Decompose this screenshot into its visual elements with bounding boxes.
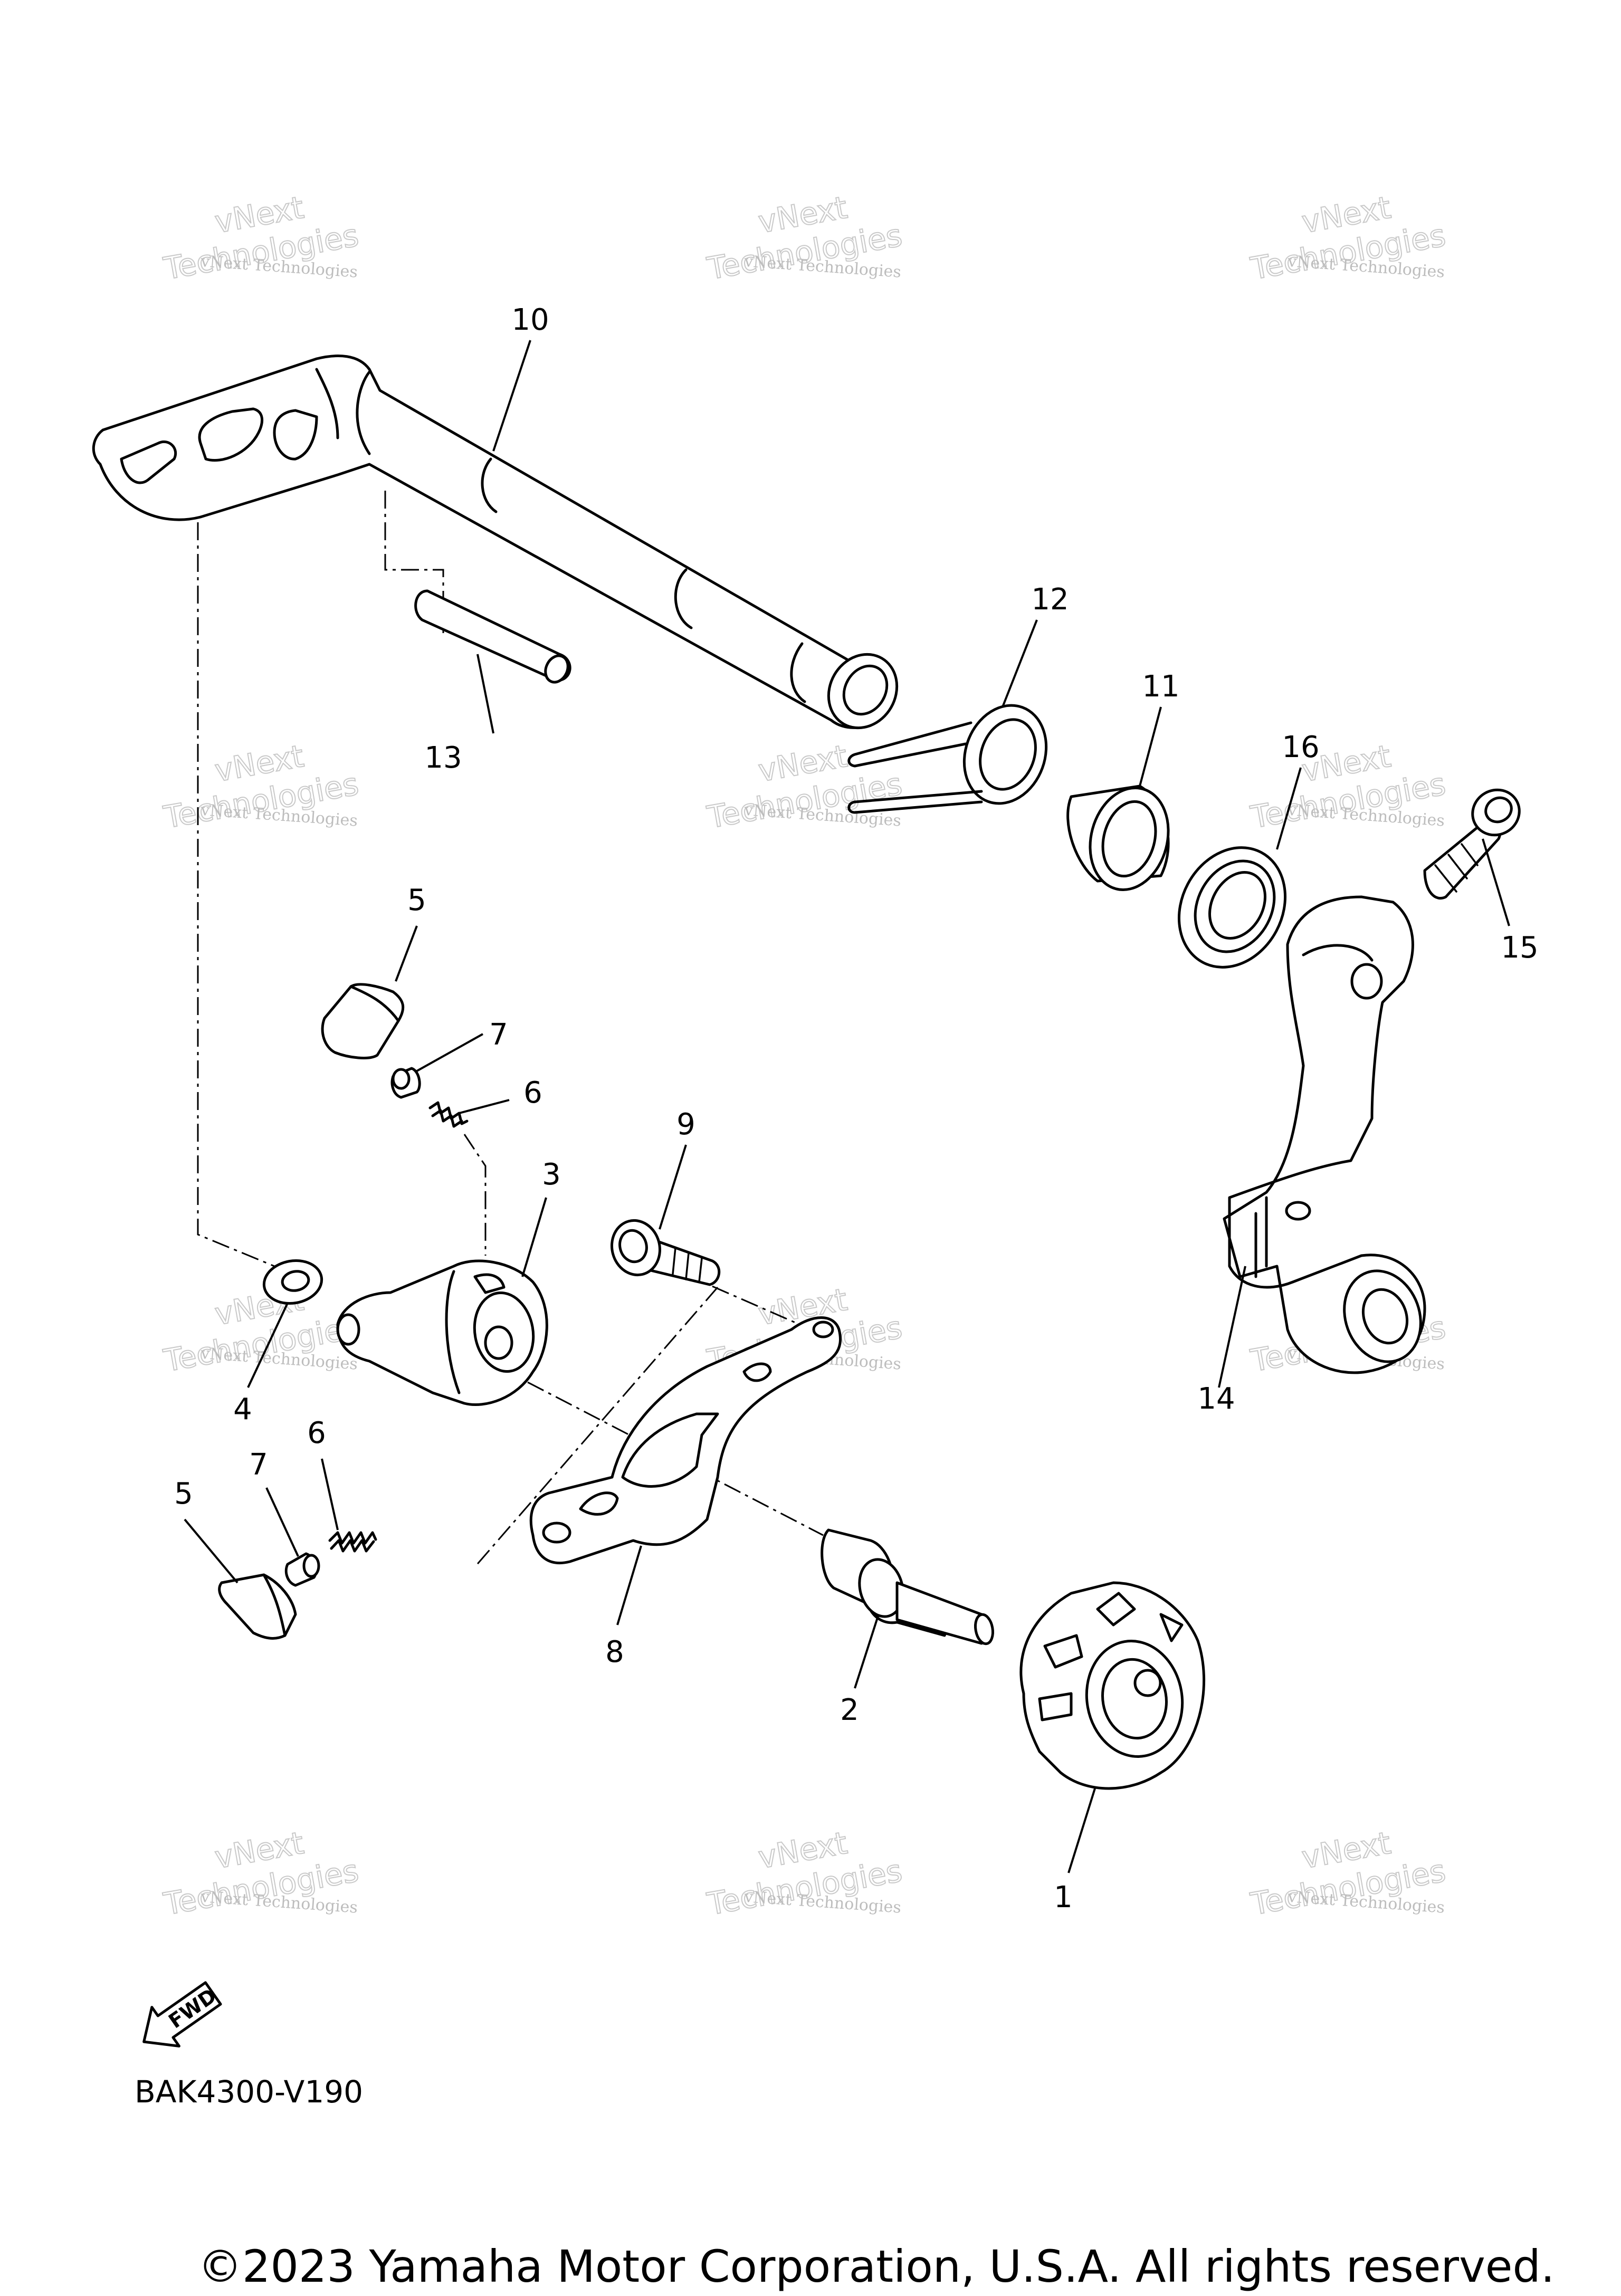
callout-15: 15 xyxy=(1501,931,1538,965)
watermark: vNext Technologies vNext Technologies xyxy=(160,189,362,288)
watermark: vNext Technologies vNext Technologies xyxy=(160,738,362,836)
part-15-bolt xyxy=(1423,788,1521,900)
callout-6-lower: 6 xyxy=(307,1416,326,1450)
callout-7-lower: 7 xyxy=(249,1448,268,1482)
part-16-oil-seal xyxy=(1177,846,1287,969)
callout-2: 2 xyxy=(840,1693,859,1727)
part-4-collar xyxy=(262,1259,323,1305)
callout-9: 9 xyxy=(676,1107,695,1142)
part-11-collar xyxy=(1066,785,1170,891)
leader-lines xyxy=(184,340,1510,1873)
callout-labels: 1 2 3 4 5 5 6 6 7 7 8 9 10 11 12 13 14 1… xyxy=(174,303,1538,1915)
part-5-upper-roller xyxy=(321,983,405,1059)
callout-5-lower: 5 xyxy=(174,1477,193,1511)
callout-10: 10 xyxy=(511,303,549,337)
watermark: vNext Technologies vNext Technologies xyxy=(160,1824,362,1923)
fwd-arrow-icon: FWD xyxy=(142,1981,222,2048)
callout-12: 12 xyxy=(1031,582,1069,617)
callout-4: 4 xyxy=(233,1392,252,1427)
callout-7-upper: 7 xyxy=(489,1018,508,1052)
part-9-bolt xyxy=(610,1219,721,1286)
watermark: vNext Technologies vNext Technologies xyxy=(160,1281,362,1380)
part-1-segment xyxy=(1019,1581,1206,1790)
part-12-torsion-spring xyxy=(847,704,1048,814)
part-7-lower-pin xyxy=(284,1552,320,1587)
callout-8: 8 xyxy=(605,1635,624,1669)
part-13-pin xyxy=(414,589,571,684)
callout-13: 13 xyxy=(424,741,462,775)
part-6-lower-spring xyxy=(328,1531,377,1553)
watermark: vNext Technologies vNext Technologies xyxy=(704,1824,905,1923)
watermark: vNext Technologies vNext Technologies xyxy=(1247,738,1449,836)
callout-3: 3 xyxy=(542,1157,561,1192)
watermark: vNext Technologies vNext Technologies xyxy=(1247,1824,1449,1923)
callout-16: 16 xyxy=(1282,730,1319,764)
part-3-stopper-lever xyxy=(336,1259,548,1406)
part-5-lower-roller xyxy=(218,1573,297,1640)
part-2-segment-bolt xyxy=(821,1528,994,1646)
part-6-upper-spring xyxy=(428,1101,469,1128)
part-14-shift-pedal xyxy=(1223,895,1426,1374)
callout-11: 11 xyxy=(1142,669,1179,704)
watermark: vNext Technologies vNext Technologies xyxy=(704,189,905,288)
part-10-shift-shaft xyxy=(92,355,899,730)
callout-1: 1 xyxy=(1054,1880,1073,1915)
callout-6-upper: 6 xyxy=(523,1076,542,1110)
part-8-stopper-plate xyxy=(529,1316,842,1565)
copyright-notice: ©2023 Yamaha Motor Corporation, U.S.A. A… xyxy=(198,2241,1555,2292)
part-7-upper-pin xyxy=(390,1067,421,1099)
diagram-code: BAK4300-V190 xyxy=(135,2074,363,2110)
watermark: vNext Technologies vNext Technologies xyxy=(1247,189,1449,288)
callout-5-upper: 5 xyxy=(407,883,426,917)
callout-14: 14 xyxy=(1197,1382,1235,1416)
